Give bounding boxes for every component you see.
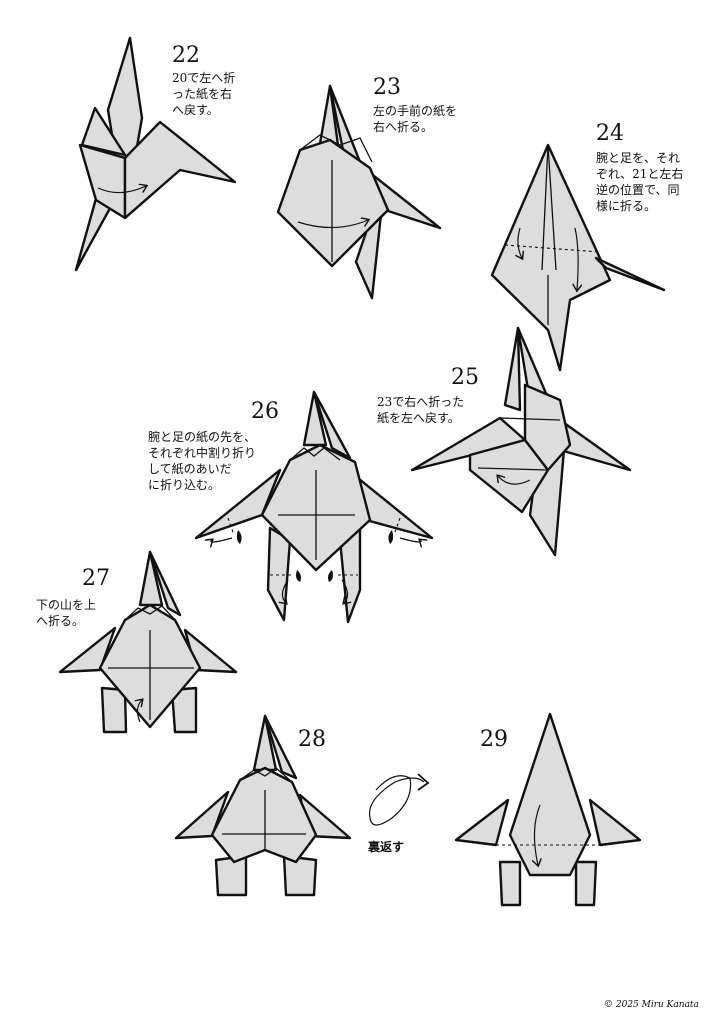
step-29-model [454,712,642,907]
step-number-28: 28 [298,727,326,752]
step-24-caption: 腕と足を、それ ぞれ、21と左右 逆の位置で、同 様に折る。 [596,151,684,213]
step-number-26: 26 [251,399,279,424]
step-27-caption: 下の山を上 へ折る。 [36,598,97,628]
step-number-25: 25 [451,365,479,390]
flip-over-arrow-icon [368,773,430,826]
copyright-notice: © 2025 Miru Kanata [604,1000,699,1010]
step-24-model [490,143,666,372]
step-28-model [174,714,352,897]
step-number-23: 23 [373,75,401,100]
step-number-22: 22 [172,43,200,68]
step-25-caption: 23で右へ折った 紙を左へ戻す。 [377,395,465,425]
step-number-27: 27 [82,566,110,591]
step-number-24: 24 [596,121,624,146]
flip-label: 裏返す [368,840,405,854]
step-26-model [194,390,434,624]
step-number-29: 29 [480,727,508,752]
step-22-model [74,36,237,272]
step-23-caption: 左の手前の紙を 右へ折る。 [373,104,458,134]
step-27-model [58,550,238,734]
step-22-caption: 20で左へ折 った紙を右 へ戻す。 [172,71,236,117]
step-26-caption: 腕と足の紙の先を、 それぞれ中割り折り して紙のあいだ に折り込む。 [148,430,257,492]
step-25-model [410,326,632,557]
step-23-model [276,84,442,300]
